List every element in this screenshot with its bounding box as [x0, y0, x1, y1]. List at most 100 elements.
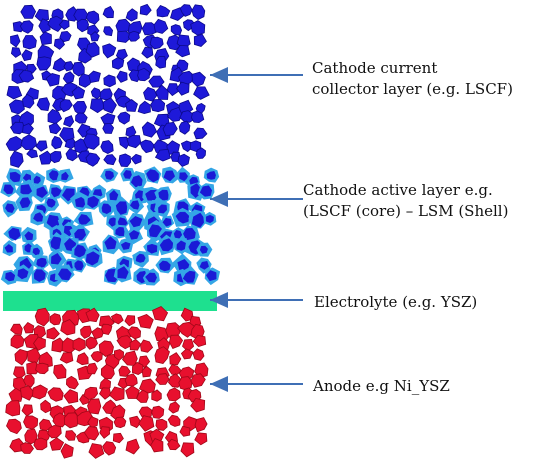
cathode-particle: [177, 153, 190, 167]
cathode-particle: [26, 148, 38, 159]
cathode-particle: [18, 69, 35, 83]
particle-core: [163, 170, 176, 182]
particle-core: [104, 236, 117, 250]
label-line: Cathode current: [312, 59, 438, 77]
cathode-particle: [149, 36, 164, 50]
particle-core: [87, 195, 100, 209]
cathode-particle: [35, 140, 48, 152]
cathode-particle: [71, 61, 85, 77]
anode-particle: [167, 414, 181, 427]
cathode-active-label: Cathode active layer e.g. (LSCF (core) –…: [303, 180, 508, 222]
cathode-particle: [36, 56, 52, 71]
cathode-particle: [100, 112, 116, 126]
cathode-particle: [62, 71, 75, 84]
cathode-particle: [22, 93, 35, 109]
cathode-particle: [59, 127, 75, 143]
particle-core: [130, 175, 143, 188]
anode-particle: [40, 399, 52, 414]
particle-core: [135, 253, 146, 263]
particle-core: [159, 238, 174, 252]
anode-particle: [168, 401, 180, 414]
cathode-active-layer: [0, 166, 221, 287]
cathode-particle: [137, 100, 151, 115]
cathode-particle: [85, 41, 100, 58]
particle-core: [36, 257, 47, 268]
cathode-particle: [178, 70, 195, 86]
particle-core: [32, 247, 41, 256]
particle-core: [4, 243, 13, 253]
cathode-particle: [175, 44, 191, 58]
particle-core: [9, 171, 21, 183]
cathode-particle: [193, 86, 210, 100]
anode-particle: [14, 348, 28, 366]
particle-core: [3, 184, 14, 195]
particle-core: [46, 198, 56, 208]
cathode-particle: [125, 125, 137, 139]
particle-core: [123, 170, 132, 179]
cathode-particle: [137, 67, 150, 82]
anode-particle: [129, 338, 142, 351]
cathode-particle: [148, 75, 165, 88]
cathode-particle: [116, 70, 128, 83]
cathode-particle: [65, 148, 78, 162]
cathode-particle: [156, 5, 171, 18]
anode-particle: [180, 348, 194, 360]
particle-core: [74, 260, 84, 271]
anode-particle: [65, 375, 79, 390]
anode-particle: [190, 397, 206, 413]
anode-particle: [87, 398, 102, 415]
anode-particle: [35, 362, 49, 375]
anode-particle: [85, 336, 98, 350]
cathode-particle: [63, 115, 75, 128]
cathode-particle: [38, 18, 51, 34]
anode-particle: [8, 387, 24, 402]
particle-core: [205, 270, 217, 282]
anode-particle: [108, 386, 125, 402]
cathode-particle: [39, 31, 52, 46]
anode-particle: [10, 323, 23, 335]
particle-core: [129, 216, 143, 228]
cathode-particle: [103, 74, 116, 88]
anode-particle: [6, 418, 22, 435]
cathode-particle: [189, 140, 202, 153]
cathode-particle: [154, 148, 171, 162]
anode-particle: [60, 443, 74, 459]
particle-core: [191, 212, 206, 228]
cathode-particle: [58, 19, 70, 31]
particle-core: [33, 212, 44, 222]
cathode-particle: [10, 47, 22, 58]
cathode-particle: [50, 150, 62, 164]
anode-particle: [80, 325, 92, 339]
cathode-particle: [85, 10, 100, 25]
anode-particle: [20, 385, 35, 401]
anode-particle: [155, 373, 170, 385]
anode-particle: [194, 432, 208, 446]
anode-particle: [59, 352, 74, 364]
cathode-particle: [100, 140, 114, 154]
particle-core: [36, 186, 48, 199]
particle-core: [19, 197, 31, 209]
cathode-particle: [45, 72, 60, 87]
anode-particle: [83, 426, 100, 441]
cathode-particle: [20, 134, 38, 151]
cathode-particle: [191, 71, 206, 87]
particle-core: [117, 266, 129, 279]
anode-particle: [63, 389, 79, 404]
cathode-particle: [178, 120, 191, 135]
anode-particle: [155, 418, 168, 431]
cathode-particle: [51, 135, 63, 150]
anode-particle: [99, 387, 112, 400]
cathode-particle: [103, 154, 117, 166]
anode-particle: [76, 352, 89, 366]
particle-core: [206, 171, 216, 180]
label-line: collector layer (e.g. LSCF): [312, 80, 513, 98]
cathode-particle: [22, 35, 37, 50]
cathode-particle: [59, 99, 73, 113]
particle-core: [173, 229, 183, 239]
cathode-particle: [19, 20, 34, 34]
cathode-particle: [179, 4, 193, 17]
anode-particle: [23, 415, 39, 430]
anode-particle: [122, 350, 138, 367]
anode-particle: [23, 373, 35, 388]
particle-core: [179, 172, 189, 182]
